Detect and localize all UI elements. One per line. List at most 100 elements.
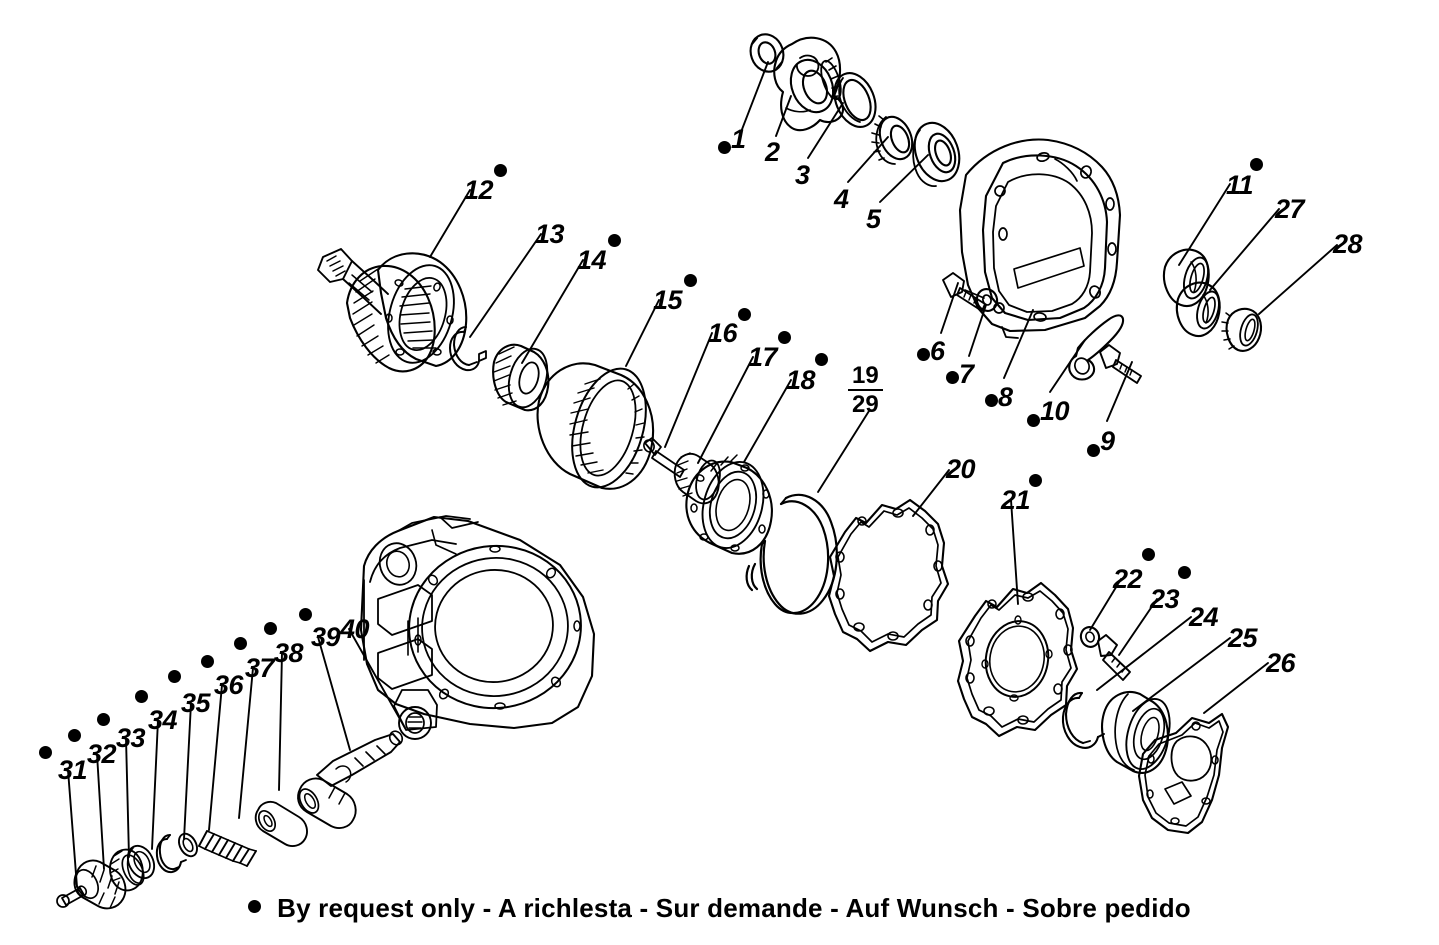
callout-12: 12	[464, 175, 494, 205]
part-1-nut	[749, 33, 785, 73]
request-bullet-17	[778, 331, 791, 344]
request-bullet-8	[985, 394, 998, 407]
callout-23: 23	[1150, 584, 1180, 614]
callout-13: 13	[535, 219, 565, 249]
callout-2: 2	[765, 137, 780, 167]
part-37-spring	[198, 830, 257, 867]
request-bullet-11	[1250, 158, 1263, 171]
main-transmission-housing	[359, 515, 596, 740]
callout-5: 5	[866, 204, 881, 234]
part-5-bearing	[912, 121, 961, 187]
part-21-cover-plate	[956, 581, 1079, 738]
callout-37: 37	[245, 653, 275, 683]
callout-39: 39	[311, 622, 341, 652]
request-bullet-22	[1142, 548, 1155, 561]
part-35-clip	[155, 834, 187, 874]
leader-line-25	[1132, 637, 1231, 712]
part-22-washer	[1079, 626, 1101, 648]
request-bullet-31	[39, 746, 52, 759]
callout-26: 26	[1266, 648, 1296, 678]
part-38-sleeve	[254, 800, 308, 847]
request-bullet-34	[135, 690, 148, 703]
request-bullet-39	[299, 608, 312, 621]
leader-line-23	[1118, 598, 1158, 656]
callout-17: 17	[748, 342, 778, 372]
request-bullet-21	[1029, 474, 1042, 487]
callout-31: 31	[58, 755, 88, 785]
callout-25: 25	[1228, 623, 1258, 653]
part-9-bolt	[1099, 344, 1142, 384]
callout-9: 9	[1100, 426, 1115, 456]
callout-40: 40	[340, 614, 370, 644]
leader-line-22	[1089, 578, 1122, 631]
callout-34: 34	[148, 705, 178, 735]
leader-line-3	[807, 102, 844, 159]
leader-line-26	[1203, 662, 1269, 714]
part-15-ring-gear	[536, 362, 655, 490]
part-24-snap-ring	[1061, 691, 1105, 749]
part-26-end-cover	[1137, 712, 1230, 835]
callout-15: 15	[653, 285, 683, 315]
callout-33: 33	[116, 723, 146, 753]
callout-6: 6	[930, 336, 945, 366]
callout-11: 11	[1226, 170, 1254, 200]
callout-19-numerator: 19	[848, 363, 883, 392]
request-bullet-9	[1087, 444, 1100, 457]
callout-4: 4	[834, 184, 849, 214]
leader-line-16	[664, 332, 713, 448]
part-7-washer	[975, 288, 999, 312]
callout-10: 10	[1040, 396, 1070, 426]
request-bullet-23	[1178, 566, 1191, 579]
part-39-piston	[297, 777, 357, 829]
request-bullet-36	[201, 655, 214, 668]
part-8-bell-housing	[958, 138, 1122, 339]
leader-line-2	[775, 95, 792, 137]
callout-21: 21	[1001, 485, 1031, 515]
leader-line-31	[67, 769, 78, 888]
request-bullet-14	[608, 234, 621, 247]
footer-note: By request only - A richlesta - Sur dema…	[0, 893, 1439, 924]
callout-29-denominator: 29	[852, 391, 879, 419]
callout-24: 24	[1189, 602, 1219, 632]
leader-line-20	[912, 469, 950, 517]
leader-line-28	[1258, 244, 1338, 315]
part-28-knurled-bushing	[1221, 307, 1263, 352]
callout-28: 28	[1333, 229, 1363, 259]
callout-38: 38	[274, 638, 304, 668]
leader-line-17	[697, 356, 754, 464]
leader-line-24	[1096, 616, 1192, 691]
request-bullet-1	[718, 141, 731, 154]
callout-36: 36	[214, 670, 244, 700]
leader-line-10	[1049, 339, 1086, 393]
callout-16: 16	[708, 318, 738, 348]
callout-14: 14	[577, 245, 607, 275]
leader-line-13	[469, 233, 542, 338]
part-13-snap-ring	[449, 326, 487, 372]
part-25-bearing	[1101, 690, 1171, 774]
leader-line-12	[429, 189, 471, 258]
leader-line-11	[1178, 183, 1231, 266]
leader-line-39	[317, 636, 351, 751]
part-18-bearing-carrier	[685, 454, 773, 555]
request-bullet-37	[234, 637, 247, 650]
part-4-bearing-cone	[871, 115, 914, 165]
callout-7: 7	[959, 359, 974, 389]
footer-note-text: By request only - A richlesta - Sur dema…	[277, 893, 1191, 923]
part-11-bushing	[1162, 248, 1210, 307]
leader-line-33	[125, 737, 130, 858]
callout-18: 18	[786, 365, 816, 395]
leader-line-19-29	[817, 410, 870, 493]
leader-line-8	[1003, 309, 1034, 379]
callout-22: 22	[1113, 564, 1143, 594]
part-20-gasket	[827, 498, 950, 653]
part-32-cap	[73, 859, 127, 910]
request-bullet-7	[946, 371, 959, 384]
leader-line-32	[96, 753, 105, 870]
callout-3: 3	[795, 160, 810, 190]
leader-line-15	[625, 299, 660, 367]
leader-line-37	[238, 667, 254, 819]
leader-line-7	[968, 304, 987, 357]
leader-line-21	[1010, 499, 1019, 605]
request-bullet-6	[917, 348, 930, 361]
